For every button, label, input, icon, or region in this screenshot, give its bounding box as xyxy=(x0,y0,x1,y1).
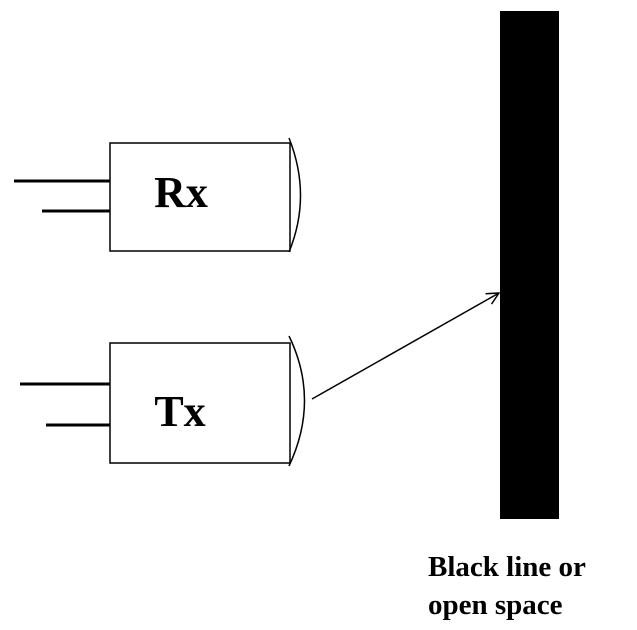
target-caption: Black line or open space xyxy=(428,548,637,624)
receiver-label: Rx xyxy=(154,168,208,217)
transmitter-component: Tx xyxy=(20,335,306,467)
transmitter-label: Tx xyxy=(154,387,205,436)
receiver-body xyxy=(109,142,291,252)
target-caption-line-1: Black line or xyxy=(428,551,586,583)
receiver-lens xyxy=(288,137,302,253)
transmitter-body xyxy=(109,342,291,464)
receiver-component: Rx xyxy=(14,137,302,253)
transmitter-lens xyxy=(288,335,306,467)
target-caption-line-2: open space xyxy=(428,589,563,621)
ir-beam-arrow xyxy=(311,293,499,400)
black-line-target xyxy=(500,11,559,519)
